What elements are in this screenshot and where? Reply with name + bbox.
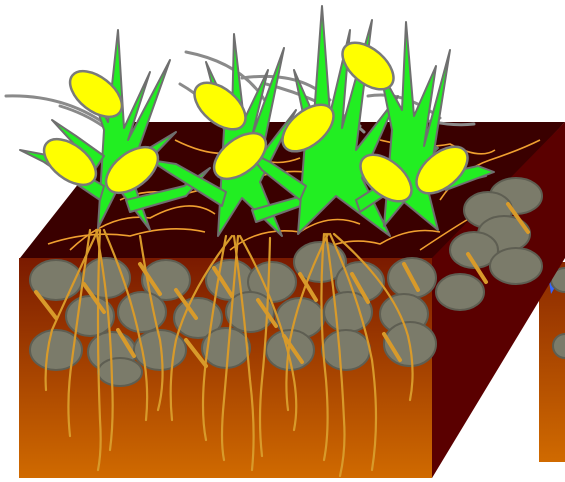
soil-aggregate [322,330,370,370]
soil-aggregate [436,274,484,310]
soil-aggregate [98,358,142,386]
soil-aggregate [490,248,542,284]
soil-aggregate [118,292,166,332]
